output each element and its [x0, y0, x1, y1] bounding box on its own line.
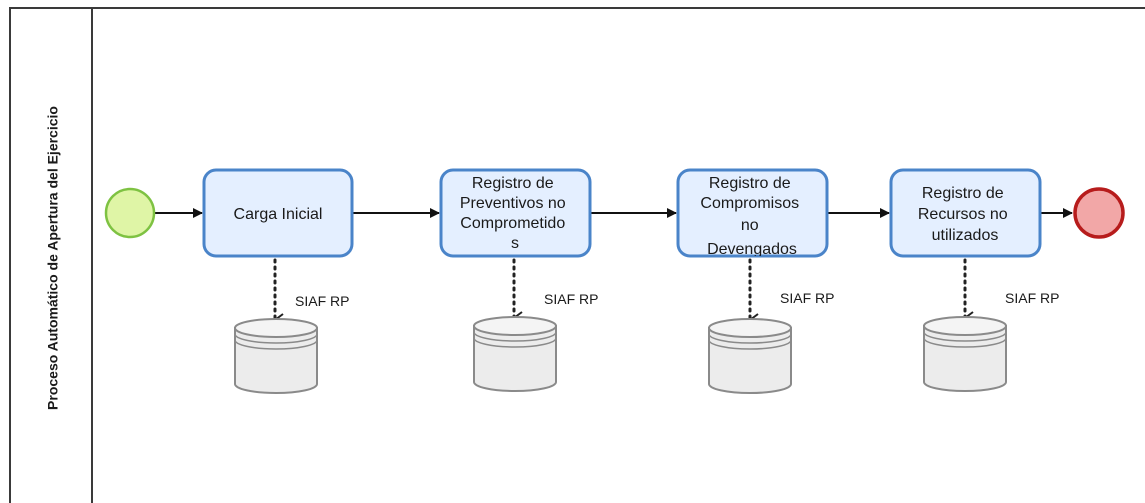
task-label: Registro de Recursos no utilizados: [918, 185, 1012, 244]
task-box[interactable]: [676, 168, 829, 258]
task-label-line: Compromisos: [700, 195, 799, 212]
database-icon-ring: [923, 331, 1007, 342]
data-store-3[interactable]: SIAF RP: [708, 290, 834, 394]
database-icon-top: [708, 318, 792, 338]
task-label-line: Comprometido: [460, 215, 565, 232]
task-label-line: Registro de: [922, 185, 1004, 202]
task-label-line: Registro de: [709, 175, 791, 192]
task-label-line: Registro de: [472, 175, 554, 192]
lane-label: Proceso Automático de Apertura del Ejerc…: [45, 106, 61, 410]
data-store-label: SIAF RP: [1005, 290, 1059, 306]
task-label: Registro de Preventivos no Comprometido …: [460, 175, 570, 252]
database-icon-top: [473, 316, 557, 336]
database-icon-ring: [923, 337, 1007, 348]
end-event[interactable]: [1073, 187, 1125, 239]
data-store-1[interactable]: SIAF RP: [234, 293, 349, 394]
task-label-line: s: [511, 235, 519, 252]
database-icon-top: [923, 316, 1007, 336]
database-icon-ring: [708, 333, 792, 344]
data-store-label: SIAF RP: [544, 291, 598, 307]
data-store-label: SIAF RP: [295, 293, 349, 309]
data-store-label: SIAF RP: [780, 290, 834, 306]
database-icon[interactable]: [708, 327, 792, 394]
task-label-line: Devengados: [707, 241, 797, 258]
database-icon-ring: [234, 339, 318, 350]
task-label-line: Preventivos no: [460, 195, 566, 212]
database-icon[interactable]: [234, 327, 318, 394]
database-icon-ring: [234, 333, 318, 344]
database-icon[interactable]: [473, 325, 557, 392]
task-box[interactable]: [439, 168, 592, 258]
task-box[interactable]: [202, 168, 354, 258]
task-label-line: Recursos no: [918, 206, 1008, 223]
task-carga-inicial[interactable]: Carga Inicial: [202, 168, 354, 258]
data-store-4[interactable]: SIAF RP: [923, 290, 1059, 392]
task-label: Registro de Compromisos no Devengados: [700, 175, 803, 258]
task-label-line: utilizados: [932, 227, 999, 244]
database-icon[interactable]: [923, 325, 1007, 392]
task-registro-preventivos[interactable]: Registro de Preventivos no Comprometido …: [439, 168, 592, 258]
start-event[interactable]: [104, 187, 156, 239]
database-icon-top: [234, 318, 318, 338]
task-label: Carga Inicial: [234, 206, 323, 223]
task-label-line: no: [741, 217, 759, 234]
task-registro-compromisos[interactable]: Registro de Compromisos no Devengados: [676, 168, 829, 258]
data-store-2[interactable]: SIAF RP: [473, 291, 598, 392]
task-box[interactable]: [889, 168, 1042, 258]
database-icon-ring: [473, 337, 557, 348]
task-label-line: Carga Inicial: [234, 206, 323, 223]
database-icon-ring: [473, 331, 557, 342]
task-registro-recursos[interactable]: Registro de Recursos no utilizados: [889, 168, 1042, 258]
database-icon-ring: [708, 339, 792, 350]
